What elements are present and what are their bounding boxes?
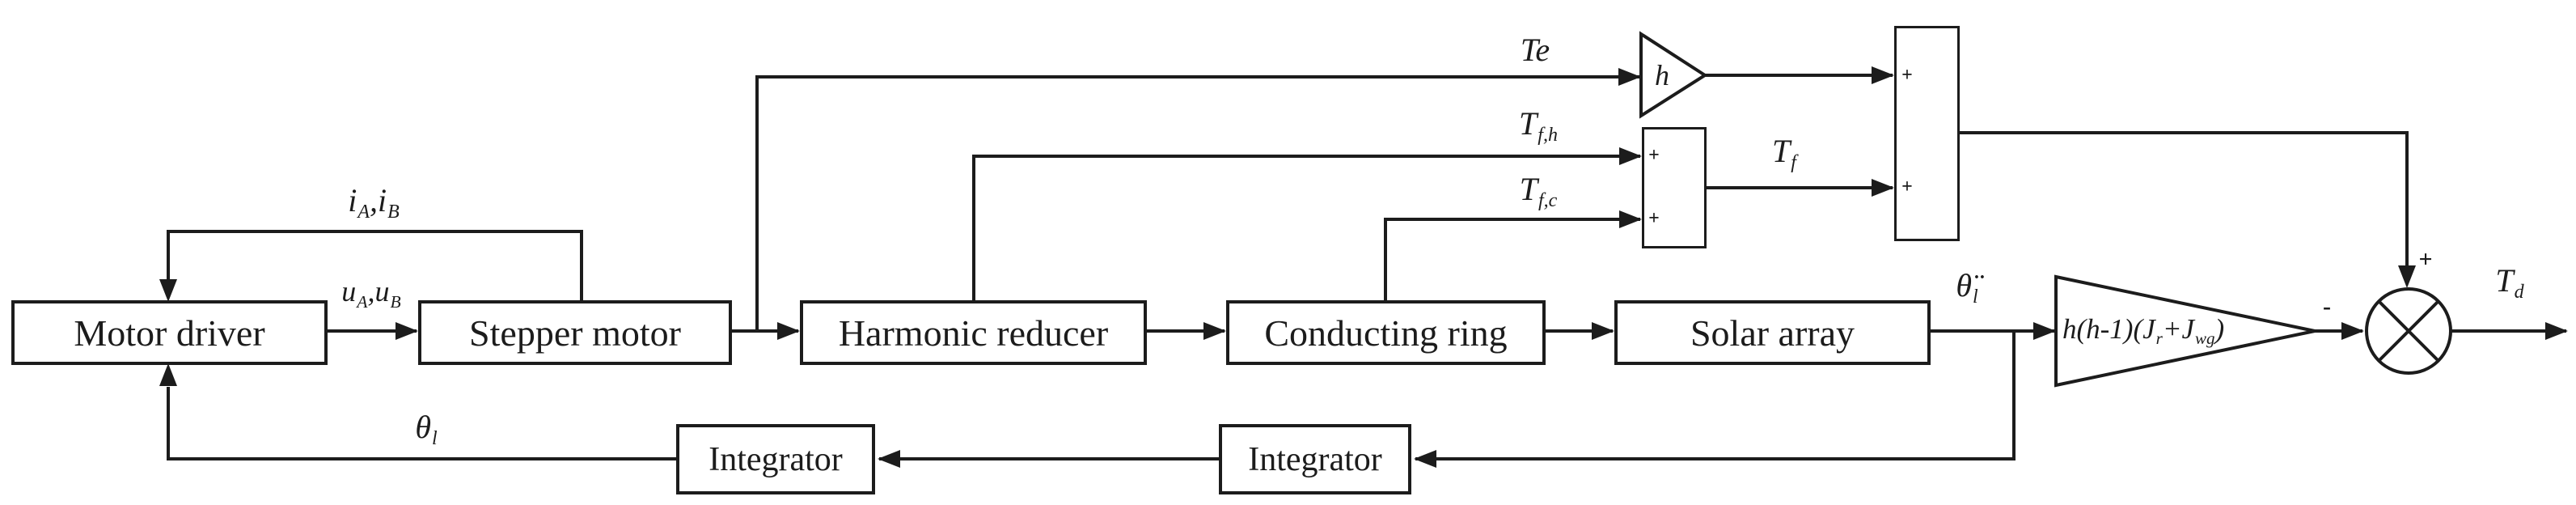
arrow-into-inertia-gain	[2033, 322, 2056, 340]
junction-plus-sign: +	[2418, 246, 2433, 273]
line-te-branch	[755, 75, 1639, 331]
signal-label-theta-l: θl	[415, 408, 438, 450]
block-solar-array: Solar array	[1614, 300, 1931, 365]
block-motor-driver-label: Motor driver	[74, 312, 265, 354]
multiplier-junction-cross	[2377, 299, 2440, 363]
arrow-tfh-into-sum	[1619, 147, 1642, 165]
arrow-te-into-hgain	[1618, 68, 1641, 86]
line-thetal-feedback	[167, 387, 676, 460]
sum-friction-plus-bottom: +	[1648, 208, 1660, 229]
sum-total-plus-top: +	[1901, 65, 1913, 86]
arrow-hgain-into-sum	[1872, 66, 1894, 84]
arrow-thetal-into-driver	[159, 363, 177, 386]
signal-label-theta-accel: θ̈l	[1956, 266, 1978, 308]
block-integrator-right-label: Integrator	[1248, 440, 1382, 478]
inertia-gain-label: h(h-1)(Jr+Jwg)	[2062, 312, 2225, 349]
inertia-gain-triangle	[2054, 274, 2316, 388]
arrow-tfc-into-sum	[1619, 210, 1642, 228]
signal-lines	[167, 74, 2566, 460]
arrow-td-out	[2545, 322, 2568, 340]
signal-label-tf: Tf	[1772, 132, 1796, 174]
h-gain-label: h	[1655, 59, 1669, 91]
arrow-into-stepper	[395, 322, 418, 340]
sum-box-total	[1894, 26, 1960, 241]
block-integrator-left: Integrator	[676, 424, 875, 494]
line-tfh-branch	[972, 155, 1640, 300]
arrow-current-into-driver	[159, 279, 177, 302]
arrow-into-array	[1592, 322, 1614, 340]
line-accel-to-integrator	[1415, 331, 2016, 460]
h-gain-triangle	[1639, 31, 1708, 119]
gain-shapes	[1639, 31, 2452, 388]
block-conducting-ring: Conducting ring	[1226, 300, 1546, 365]
arrow-into-left-integrator	[878, 450, 900, 468]
sum-friction-plus-top: +	[1648, 145, 1660, 166]
signal-label-phase-currents: iA,iB	[348, 181, 400, 223]
block-solar-array-label: Solar array	[1690, 312, 1855, 354]
block-harmonic-reducer-label: Harmonic reducer	[838, 312, 1109, 354]
block-conducting-ring-label: Conducting ring	[1264, 312, 1508, 354]
arrow-into-reducer	[777, 322, 800, 340]
signal-label-tfh: Tf,h	[1519, 104, 1558, 146]
line-sum-to-junction	[1960, 131, 2409, 267]
arrow-tf-into-sum	[1872, 179, 1894, 197]
sum-total-plus-bottom: +	[1901, 176, 1913, 197]
signal-label-phase-voltages: uA,uB	[341, 274, 401, 312]
block-harmonic-reducer: Harmonic reducer	[800, 300, 1147, 365]
arrow-into-right-integrator	[1414, 450, 1436, 468]
line-current-feedback	[167, 230, 583, 300]
arrow-into-ring	[1203, 322, 1226, 340]
arrow-into-junction-left	[2341, 322, 2364, 340]
block-integrator-right: Integrator	[1219, 424, 1411, 494]
signal-label-te: Te	[1520, 32, 1550, 68]
block-stepper-motor: Stepper motor	[418, 300, 732, 365]
arrow-into-junction-top	[2398, 265, 2416, 288]
signal-label-tfc: Tf,c	[1519, 170, 1558, 212]
block-motor-driver: Motor driver	[11, 300, 328, 365]
signal-label-td: Td	[2495, 261, 2524, 303]
block-integrator-left-label: Integrator	[709, 440, 843, 478]
arrowheads	[159, 66, 2568, 468]
sum-box-friction	[1642, 127, 1707, 248]
block-stepper-motor-label: Stepper motor	[469, 312, 681, 354]
junction-minus-sign: -	[2323, 293, 2331, 320]
line-tfc-branch	[1384, 218, 1640, 300]
